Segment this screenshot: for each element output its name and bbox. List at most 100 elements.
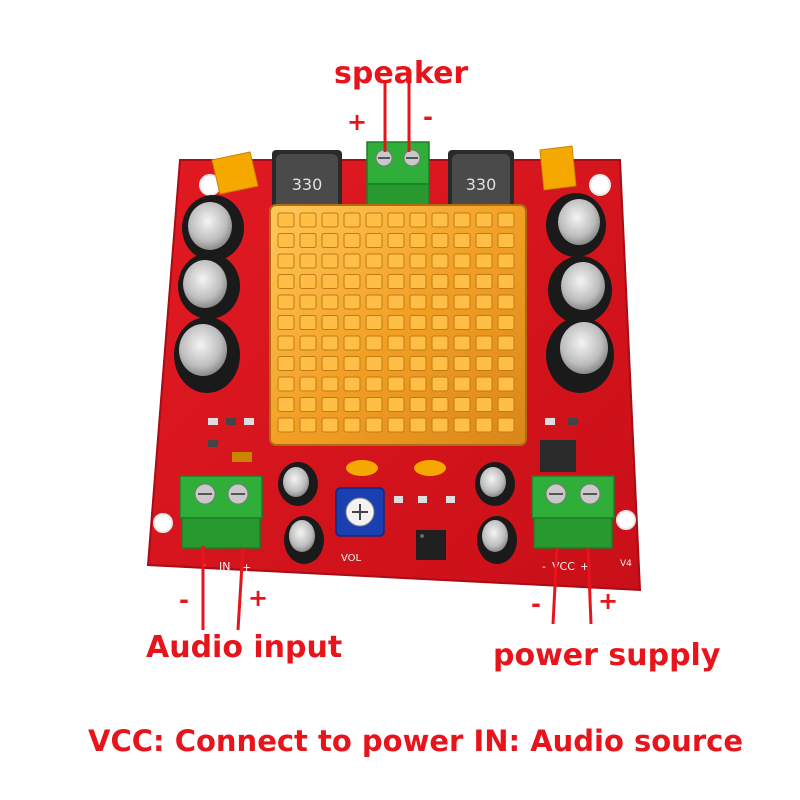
heatsink-fin — [453, 376, 471, 392]
heatsink-fin — [497, 253, 515, 269]
heatsink — [269, 204, 527, 446]
heatsink-fin — [475, 253, 493, 269]
heatsink-fin — [453, 417, 471, 433]
heatsink-fin — [299, 253, 317, 269]
heatsink-fin — [277, 315, 295, 330]
heatsink-fin — [431, 294, 449, 310]
heatsink-fin — [277, 253, 295, 269]
mounting-hole — [616, 510, 636, 530]
heatsink-fin — [299, 356, 317, 371]
silk-vcc: VCC — [552, 560, 575, 573]
speaker-label: speaker — [334, 56, 469, 91]
heatsink-fin — [387, 417, 405, 433]
heatsink-fin — [387, 233, 405, 248]
heatsink-fin — [409, 294, 427, 310]
heatsink-fin — [409, 335, 427, 351]
speaker-terminal — [366, 141, 430, 223]
heatsink-fin — [409, 315, 427, 330]
heatsink-fin — [475, 233, 493, 248]
heatsink-fin — [387, 315, 405, 330]
heatsink-fin — [277, 356, 295, 371]
heatsink-fin — [453, 397, 471, 412]
heatsink-fin — [299, 294, 317, 310]
heatsink-fin — [321, 335, 339, 351]
heatsink-fin — [431, 417, 449, 433]
heatsink-fin — [343, 376, 361, 392]
capacitor-left-2 — [178, 253, 240, 319]
heatsink-fin — [321, 233, 339, 248]
heatsink-fin — [387, 212, 405, 228]
heatsink-fin — [431, 397, 449, 412]
heatsink-fin — [475, 335, 493, 351]
heatsink-fin — [497, 274, 515, 289]
capacitor-right-2 — [548, 256, 612, 324]
heatsink-fin — [365, 212, 383, 228]
small-capacitors — [278, 462, 517, 564]
heatsink-fin — [343, 233, 361, 248]
inductor-label: 330 — [466, 175, 497, 194]
audio-plus-sign: + — [248, 584, 269, 612]
inductor-right: 330 — [448, 150, 514, 216]
heatsink-fin — [387, 274, 405, 289]
heatsink-fin — [277, 376, 295, 392]
heatsink-fin — [343, 315, 361, 330]
heatsink-fin — [277, 417, 295, 433]
heatsink-fin — [497, 376, 515, 392]
inductor-label: 330 — [292, 175, 323, 194]
heatsink-fin — [409, 233, 427, 248]
heatsink-fin — [321, 212, 339, 228]
heatsink-fin — [321, 376, 339, 392]
heatsink-fin — [299, 274, 317, 289]
smd-components — [208, 418, 578, 503]
silk-plus-in: + — [242, 561, 251, 574]
heatsink-fin — [387, 294, 405, 310]
silk-vol: VOL — [341, 553, 362, 564]
heatsink-fin — [299, 335, 317, 351]
heatsink-fin — [453, 274, 471, 289]
heatsink-fin — [343, 253, 361, 269]
heatsink-fin — [365, 376, 383, 392]
heatsink-fin — [431, 376, 449, 392]
heatsink-fin — [387, 356, 405, 371]
heatsink-fin — [387, 253, 405, 269]
heatsink-fin — [387, 376, 405, 392]
mounting-hole — [153, 513, 173, 533]
heatsink-fin — [409, 274, 427, 289]
capacitor-right-3 — [546, 317, 614, 393]
heatsink-fin — [321, 356, 339, 371]
heatsink-fin — [431, 315, 449, 330]
heatsink-fin — [387, 397, 405, 412]
heatsink-fin — [409, 253, 427, 269]
heatsink-fin — [321, 417, 339, 433]
mounting-hole — [589, 174, 611, 196]
heatsink-fin — [431, 253, 449, 269]
heatsink-fin — [299, 315, 317, 330]
heatsink-fin — [299, 212, 317, 228]
heatsink-fin — [343, 212, 361, 228]
heatsink-fin — [387, 335, 405, 351]
capacitor-left-3 — [174, 317, 240, 393]
silk-minus-vcc: - — [542, 560, 546, 573]
diode-smd — [540, 440, 576, 472]
power-minus-line — [551, 547, 559, 625]
heatsink-fin — [475, 274, 493, 289]
power-plus-line — [586, 547, 593, 625]
heatsink-fin — [453, 335, 471, 351]
heatsink-fin — [277, 397, 295, 412]
heatsink-fin — [321, 294, 339, 310]
heatsink-fin — [475, 417, 493, 433]
heatsink-fin — [299, 397, 317, 412]
power-plus-sign: + — [598, 587, 619, 615]
heatsink-fin — [365, 294, 383, 310]
power-supply-terminal — [531, 475, 615, 549]
heatsink-fin — [497, 212, 515, 228]
heatsink-fin — [475, 294, 493, 310]
heatsink-fin — [475, 315, 493, 330]
heatsink-fin — [409, 376, 427, 392]
heatsink-fin — [343, 356, 361, 371]
heatsink-fin — [365, 233, 383, 248]
ic-chip — [416, 530, 446, 560]
audio-input-terminal — [179, 475, 263, 549]
heatsink-fin — [365, 253, 383, 269]
heatsink-fin — [321, 253, 339, 269]
